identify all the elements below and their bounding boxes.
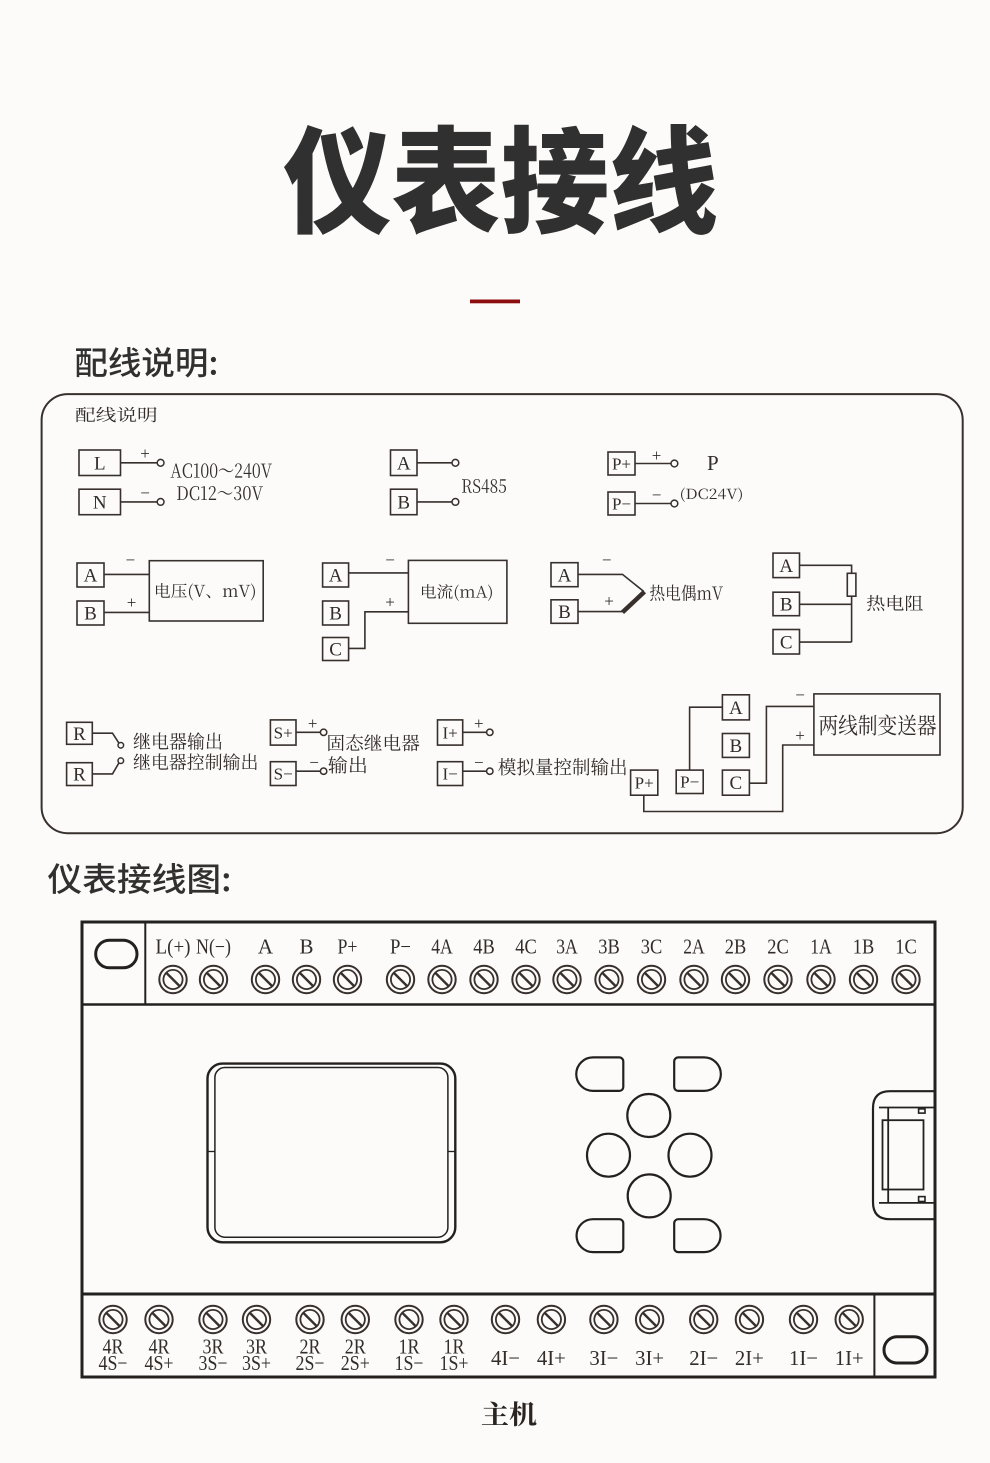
- svg-text:3I+: 3I+: [635, 1346, 664, 1370]
- svg-text:3C: 3C: [641, 935, 663, 959]
- svg-text:B: B: [730, 736, 743, 757]
- svg-text:+: +: [652, 446, 662, 465]
- svg-text:+: +: [385, 592, 395, 611]
- svg-text:+: +: [140, 444, 150, 463]
- svg-text:A: A: [397, 453, 411, 474]
- svg-text:3R: 3R: [246, 1335, 267, 1359]
- svg-text:2B: 2B: [725, 935, 747, 959]
- svg-text:N(−): N(−): [196, 935, 231, 959]
- svg-text:L: L: [94, 453, 106, 474]
- svg-text:2I−: 2I−: [689, 1346, 718, 1370]
- svg-text:2R: 2R: [345, 1335, 366, 1359]
- svg-text:B: B: [329, 604, 342, 625]
- svg-text:1B: 1B: [853, 935, 875, 959]
- svg-text:2C: 2C: [767, 935, 789, 959]
- svg-text:R: R: [73, 765, 86, 786]
- svg-text:1I+: 1I+: [835, 1346, 864, 1370]
- svg-text:−: −: [126, 550, 136, 569]
- svg-text:+: +: [127, 593, 137, 612]
- svg-text:4B: 4B: [473, 935, 495, 959]
- svg-text:3I−: 3I−: [589, 1346, 618, 1370]
- svg-text:C: C: [780, 632, 793, 653]
- svg-text:−: −: [795, 685, 805, 704]
- svg-text:−: −: [140, 483, 150, 502]
- svg-text:2S−: 2S−: [296, 1351, 325, 1375]
- svg-text:2R: 2R: [300, 1335, 321, 1359]
- svg-text:4R: 4R: [149, 1335, 170, 1359]
- svg-text:−: −: [474, 753, 484, 772]
- svg-text:1A: 1A: [810, 935, 832, 959]
- svg-text:4S−: 4S−: [99, 1351, 128, 1375]
- svg-text:1S−: 1S−: [395, 1351, 424, 1375]
- svg-text:P−: P−: [612, 494, 631, 513]
- svg-text:A: A: [558, 565, 572, 586]
- svg-text:4I+: 4I+: [537, 1346, 566, 1370]
- svg-text:−: −: [385, 550, 395, 569]
- svg-text:S+: S+: [274, 723, 293, 742]
- svg-text:P−: P−: [390, 935, 411, 959]
- svg-text:4C: 4C: [515, 935, 537, 959]
- svg-text:B: B: [397, 493, 410, 514]
- svg-text:P: P: [707, 451, 719, 475]
- svg-text:B: B: [84, 604, 97, 625]
- svg-text:2A: 2A: [683, 935, 705, 959]
- svg-text:A: A: [329, 566, 343, 587]
- svg-text:1R: 1R: [399, 1335, 420, 1359]
- svg-text:B: B: [558, 602, 571, 623]
- svg-text:4A: 4A: [431, 935, 453, 959]
- svg-text:S−: S−: [274, 764, 293, 783]
- svg-text:2S+: 2S+: [341, 1351, 370, 1375]
- svg-text:P+: P+: [612, 454, 631, 473]
- svg-text:I−: I−: [442, 764, 457, 783]
- svg-text:2I+: 2I+: [735, 1346, 764, 1370]
- svg-text:P+: P+: [338, 935, 358, 959]
- svg-text:3A: 3A: [556, 935, 578, 959]
- svg-text:+: +: [474, 714, 484, 733]
- svg-text:P−: P−: [680, 773, 699, 792]
- svg-text:A: A: [84, 566, 98, 587]
- svg-text:−: −: [652, 485, 662, 504]
- svg-text:R: R: [73, 724, 86, 745]
- svg-text:A: A: [729, 698, 743, 719]
- svg-text:3S−: 3S−: [199, 1351, 228, 1375]
- svg-text:4R: 4R: [103, 1335, 124, 1359]
- svg-text:4I−: 4I−: [491, 1346, 520, 1370]
- svg-text:3B: 3B: [598, 935, 620, 959]
- svg-text:B: B: [299, 935, 313, 959]
- svg-text:A: A: [258, 935, 274, 959]
- svg-text:P+: P+: [635, 774, 654, 793]
- svg-text:B: B: [780, 595, 793, 616]
- svg-text:+: +: [795, 726, 805, 745]
- svg-text:L(+): L(+): [156, 935, 191, 959]
- svg-text:A: A: [779, 556, 793, 577]
- svg-text:1I−: 1I−: [789, 1346, 818, 1370]
- svg-text:−: −: [602, 550, 612, 569]
- svg-text:N: N: [93, 493, 107, 514]
- svg-text:1C: 1C: [895, 935, 917, 959]
- svg-text:1S+: 1S+: [440, 1351, 469, 1375]
- svg-text:4S+: 4S+: [145, 1351, 174, 1375]
- svg-text:1R: 1R: [444, 1335, 465, 1359]
- svg-text:+: +: [308, 714, 318, 733]
- svg-text:3S+: 3S+: [242, 1351, 271, 1375]
- svg-text:+: +: [604, 591, 614, 610]
- svg-text:C: C: [730, 773, 743, 794]
- svg-text:−: −: [309, 753, 319, 772]
- svg-text:I+: I+: [442, 723, 457, 742]
- svg-text:C: C: [329, 640, 342, 661]
- svg-text:3R: 3R: [203, 1335, 224, 1359]
